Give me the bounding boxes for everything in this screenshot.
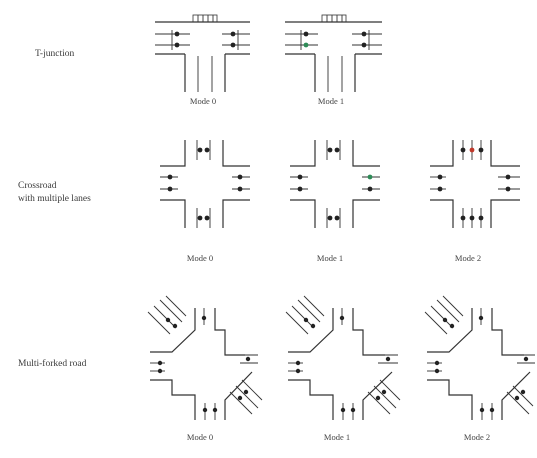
t-junction-mode-0 <box>155 14 250 92</box>
crossroad-mode-0 <box>160 140 250 228</box>
multi-fork-mode-2 <box>424 295 535 420</box>
mode-label-r2-m2: Mode 2 <box>463 432 491 442</box>
row-label-crossroad-line2: with multiple lanes <box>18 194 91 204</box>
t-junction-mode-1 <box>285 14 382 92</box>
mode-label-r0-m1: Mode 1 <box>317 96 345 106</box>
mode-label-r1-m2: Mode 2 <box>454 253 482 263</box>
mode-label-r2-m0: Mode 0 <box>186 432 214 442</box>
multi-fork-mode-0 <box>147 295 263 420</box>
mode-label-r1-m1: Mode 1 <box>316 253 344 263</box>
crossroad-mode-1 <box>290 140 380 228</box>
multi-fork-mode-1 <box>285 295 401 420</box>
crossroad-mode-2 <box>430 140 520 228</box>
row-label-t-junction: T-junction <box>35 49 75 59</box>
row-label-crossroad: Crossroad with multiple lanes <box>18 180 91 206</box>
mode-label-r1-m0: Mode 0 <box>186 253 214 263</box>
row-label-multi-forked: Multi-forked road <box>18 359 87 369</box>
crosswalk-top <box>192 14 218 23</box>
mode-label-r2-m1: Mode 1 <box>323 432 351 442</box>
row-label-crossroad-line1: Crossroad <box>18 181 57 191</box>
mode-label-r0-m0: Mode 0 <box>189 96 217 106</box>
crosswalk-top <box>321 14 347 23</box>
